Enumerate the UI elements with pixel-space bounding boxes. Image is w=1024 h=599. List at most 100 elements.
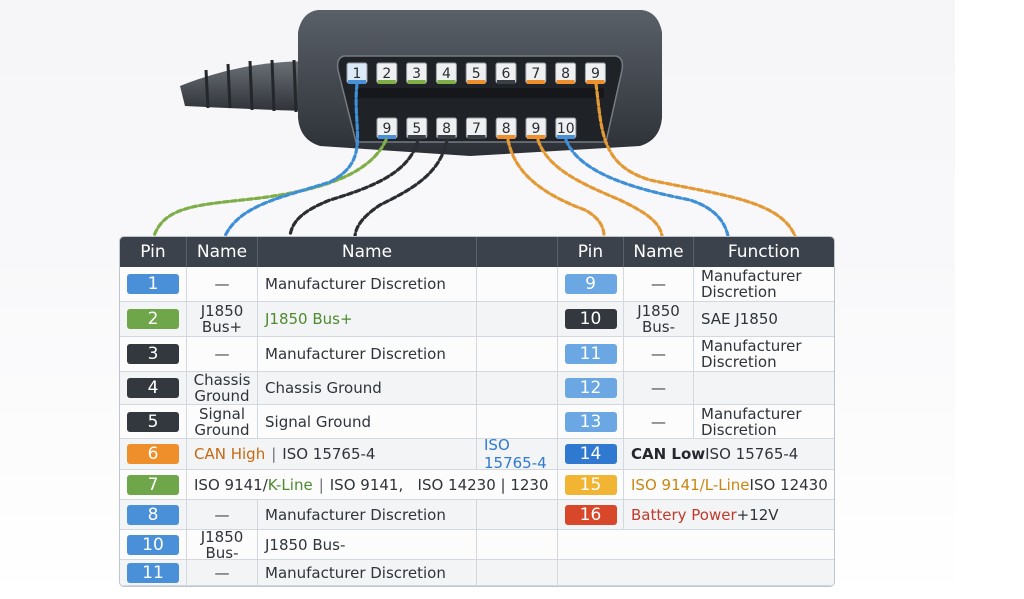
- connector-pin-label: 8: [502, 121, 511, 137]
- header-blank: [477, 237, 558, 267]
- header-name-right: Name: [624, 237, 694, 267]
- right-name-text: —: [651, 412, 666, 431]
- right-name-cell: —: [624, 372, 694, 405]
- left-blank-cell: [477, 530, 558, 560]
- left-desc-cell: Manufacturer Discretion: [258, 337, 477, 372]
- left-desc-cell: J1850 Bus-: [258, 530, 477, 560]
- right-name-text: CAN Low: [631, 445, 706, 463]
- right-pin-cell: 10: [558, 302, 624, 337]
- left-desc-text: Manufacturer Discretion: [265, 505, 446, 524]
- wire-black-1: [288, 138, 420, 238]
- connector-pin-label: 3: [412, 66, 421, 82]
- left-name-cell: —: [187, 337, 258, 372]
- left-name-text: —: [214, 563, 230, 582]
- wires: [152, 82, 797, 238]
- connector-pin-color-bar: [586, 80, 605, 84]
- pin-badge: 13: [564, 411, 617, 432]
- left-name-cell: —: [187, 267, 258, 302]
- connector-pin-label: 6: [502, 66, 511, 82]
- can-high-label: CAN High: [194, 445, 266, 463]
- right-function-text: Manufacturer Discretion: [701, 337, 802, 371]
- wire-orange-1: [506, 138, 606, 238]
- separator: |: [271, 445, 277, 463]
- left-desc-cell: Signal Ground: [258, 405, 477, 439]
- wire-blue-right: [564, 138, 730, 238]
- pinout-table: Pin Name Name Pin Name Function 1—Manufa…: [119, 236, 835, 587]
- right-name-cell: —: [624, 337, 694, 372]
- left-blank-cell: [477, 405, 558, 439]
- pin-badge: 4: [127, 378, 179, 398]
- pin-badge: 16: [564, 504, 617, 525]
- right-combined-cell: CAN Low ISO 15765-4: [624, 439, 834, 470]
- connector-pin-color-bar: [526, 80, 545, 84]
- pin-badge: 11: [564, 344, 617, 364]
- connector-pin-color-bar: [407, 80, 426, 84]
- pin-badge: 14: [564, 444, 617, 464]
- left-desc-extra: ISO 14230 | 1230: [403, 475, 549, 494]
- connector-pin-label: 9: [532, 121, 541, 137]
- left-blank-cell: [477, 337, 558, 372]
- left-name-cell: Chassis Ground: [187, 372, 258, 405]
- right-function-text: ISO 15765-4: [705, 445, 799, 463]
- right-pin-cell: 13: [558, 405, 624, 439]
- left-name-text: J1850 Bus+: [200, 302, 244, 336]
- left-desc-extra: ISO 15765-4: [484, 439, 547, 470]
- separator: |: [318, 475, 324, 494]
- pin-badge: 15: [564, 474, 617, 495]
- pin-badge: 9: [564, 274, 617, 294]
- left-pin-cell: 8: [120, 500, 187, 530]
- right-pin-cell: 16: [558, 500, 624, 530]
- pin-badge: 10: [127, 534, 179, 555]
- left-name-text: —: [214, 505, 230, 524]
- pin-badge: 10: [564, 309, 617, 329]
- cable: [180, 59, 330, 113]
- right-function-cell: [694, 372, 834, 405]
- left-name-text: Signal Ground: [194, 405, 250, 439]
- left-name-cell: —: [187, 500, 258, 530]
- left-desc-cell: J1850 Bus+: [258, 302, 477, 337]
- connector-pin-label: 5: [412, 121, 421, 137]
- left-desc-cell: Manufacturer Discretion: [258, 267, 477, 302]
- left-pin-cell: 1: [120, 267, 187, 302]
- pin-badge: 2: [127, 309, 179, 329]
- connector-pin-color-bar: [437, 80, 456, 84]
- left-pin-cell: 7: [120, 470, 187, 500]
- left-desc-text: Manufacturer Discretion: [265, 275, 446, 293]
- left-pin-cell: 6: [120, 439, 187, 470]
- left-blank-cell: [477, 302, 558, 337]
- right-pin-cell: 9: [558, 267, 624, 302]
- left-name-cell: Signal Ground: [187, 405, 258, 439]
- iso-name-b: K-Line: [267, 475, 313, 494]
- right-name-text: ISO 9141/L-Line: [631, 475, 750, 494]
- right-combined-cell: Battery Power +12V: [624, 500, 834, 530]
- header-pin-right: Pin: [558, 237, 624, 267]
- connector-pin-label: 9: [383, 121, 392, 137]
- left-name-text: J1850 Bus-: [200, 530, 244, 560]
- right-function-text: ISO 12430: [749, 475, 828, 494]
- left-pin-cell: 10: [120, 530, 187, 560]
- right-function-text: SAE J1850: [701, 310, 778, 328]
- header-name-desc: Name: [258, 237, 477, 267]
- connector-pin-color-bar: [467, 135, 486, 139]
- pin-badge: 8: [127, 504, 179, 525]
- left-blank-cell: [477, 267, 558, 302]
- left-blank-cell: [477, 560, 558, 586]
- right-pin-cell: 14: [558, 439, 624, 470]
- right-function-cell: Manufacturer Discretion: [694, 405, 834, 439]
- connector-pin-color-bar: [556, 135, 575, 139]
- connector-pin-color-bar: [497, 135, 516, 139]
- wire-black-2: [353, 138, 449, 238]
- pin-badge: 7: [127, 474, 179, 495]
- connector-pin-label: 9: [591, 66, 600, 82]
- connector-pin-color-bar: [407, 135, 426, 139]
- connector-pin-label: 8: [442, 121, 451, 137]
- left-desc-text: ISO 15765-4: [282, 445, 376, 463]
- right-empty-row: [558, 530, 834, 560]
- left-desc-cell: Manufacturer Discretion: [258, 500, 477, 530]
- header-name-left: Name: [187, 237, 258, 267]
- left-pin-cell: 4: [120, 372, 187, 405]
- connector-pin-color-bar: [348, 80, 366, 84]
- left-desc-text: ISO 9141,: [329, 475, 404, 494]
